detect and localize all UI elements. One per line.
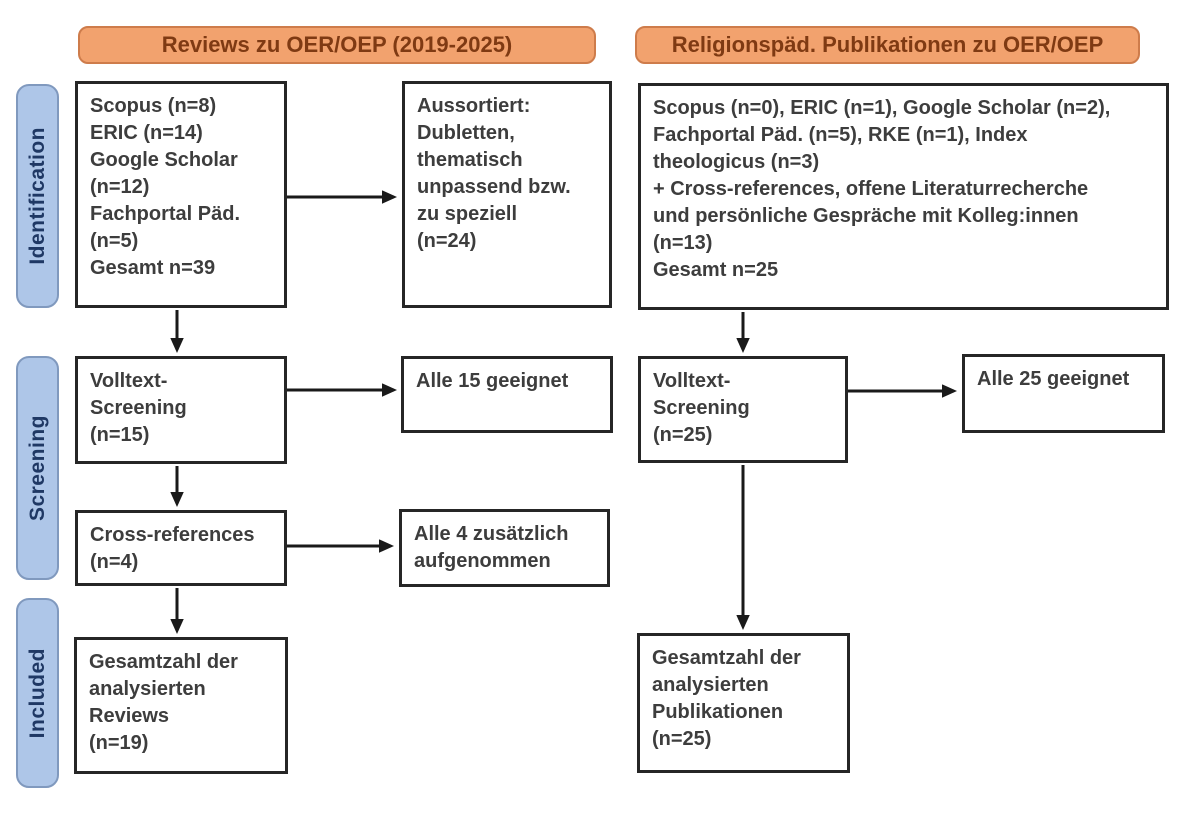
flow-box-line: Cross-references <box>90 524 255 546</box>
flow-box-right-fulltext-screening: Volltext- Screening (n=25) <box>638 356 848 463</box>
flow-box-line: (n=13) <box>653 232 713 254</box>
flow-box-line: Fachportal Päd. (n=5), RKE (n=1), Index <box>653 124 1028 146</box>
flow-box-line: Alle 25 geeignet <box>977 368 1130 390</box>
flow-box-line: (n=5) <box>90 230 139 252</box>
flow-box-line: Alle 15 geeignet <box>416 370 569 392</box>
flow-box-left-added: Alle 4 zusätzlich aufgenommen <box>399 509 610 587</box>
flow-box-line: + Cross-references, offene Literaturrech… <box>653 178 1089 200</box>
flow-box-left-fulltext-screening: Volltext- Screening (n=15) <box>75 356 287 464</box>
flow-box-line: analysierten <box>652 674 769 696</box>
flow-box-line: Aussortiert: <box>417 95 531 117</box>
flow-box-line: thematisch <box>417 149 523 171</box>
flow-box-line: (n=19) <box>89 732 149 754</box>
flow-box-line: (n=25) <box>653 424 713 446</box>
flow-box-line: theologicus (n=3) <box>653 151 820 173</box>
flow-box-line: Volltext- <box>653 370 731 392</box>
flow-box-line: (n=12) <box>90 176 150 198</box>
stage-label-screening-text: Screening <box>25 414 49 522</box>
column-header-religionspaed: Religionspäd. Publikationen zu OER/OEP <box>635 26 1140 64</box>
flow-box-left-sources: Scopus (n=8) ERIC (n=14) Google Scholar … <box>75 81 287 308</box>
flow-box-line: Screening <box>653 397 750 419</box>
flow-box-line: (n=25) <box>652 728 712 750</box>
stage-label-identification-text: Identification <box>25 127 49 265</box>
flow-box-line: ERIC (n=14) <box>90 122 203 144</box>
stage-label-included: Included <box>16 598 59 788</box>
flow-box-line: Gesamtzahl der <box>652 647 801 669</box>
stage-label-identification: Identification <box>16 84 59 308</box>
flow-box-line: Scopus (n=8) <box>90 95 217 117</box>
flow-box-right-eligible: Alle 25 geeignet <box>962 354 1165 433</box>
flow-box-left-excluded: Aussortiert: Dubletten, thematisch unpas… <box>402 81 612 308</box>
flow-box-left-eligible: Alle 15 geeignet <box>401 356 613 433</box>
flow-box-line: Dubletten, <box>417 122 515 144</box>
flow-box-line: Alle 4 zusätzlich <box>414 523 569 545</box>
flow-box-line: (n=4) <box>90 551 139 573</box>
flow-box-line: Scopus (n=0), ERIC (n=1), Google Scholar… <box>653 97 1111 119</box>
flow-box-line: analysierten <box>89 678 206 700</box>
flow-box-line: Gesamt n=39 <box>90 257 216 279</box>
flow-box-line: unpassend bzw. <box>417 176 571 198</box>
flow-box-left-crossreferences: Cross-references (n=4) <box>75 510 287 586</box>
flow-box-line: aufgenommen <box>414 550 551 572</box>
stage-label-screening: Screening <box>16 356 59 580</box>
column-header-reviews: Reviews zu OER/OEP (2019-2025) <box>78 26 596 64</box>
flow-box-line: (n=15) <box>90 424 150 446</box>
flow-box-line: Volltext- <box>90 370 168 392</box>
flow-box-line: (n=24) <box>417 230 477 252</box>
flow-box-right-sources: Scopus (n=0), ERIC (n=1), Google Scholar… <box>638 83 1169 310</box>
flow-box-line: Gesamtzahl der <box>89 651 238 673</box>
flow-box-line: Fachportal Päd. <box>90 203 241 225</box>
flow-box-line: Gesamt n=25 <box>653 259 779 281</box>
flow-box-line: Google Scholar <box>90 149 238 171</box>
flow-box-line: Publikationen <box>652 701 784 723</box>
column-header-religionspaed-label: Religionspäd. Publikationen zu OER/OEP <box>671 32 1104 57</box>
flow-box-right-total-publications: Gesamtzahl der analysierten Publikatione… <box>637 633 850 773</box>
flow-box-line: und persönliche Gespräche mit Kolleg:inn… <box>653 205 1079 227</box>
flow-box-line: zu speziell <box>417 203 518 225</box>
flow-box-line: Screening <box>90 397 187 419</box>
flow-box-left-total-reviews: Gesamtzahl der analysierten Reviews (n=1… <box>74 637 288 774</box>
flow-box-line: Reviews <box>89 705 170 727</box>
stage-label-included-text: Included <box>25 647 49 739</box>
column-header-reviews-label: Reviews zu OER/OEP (2019-2025) <box>161 32 513 57</box>
